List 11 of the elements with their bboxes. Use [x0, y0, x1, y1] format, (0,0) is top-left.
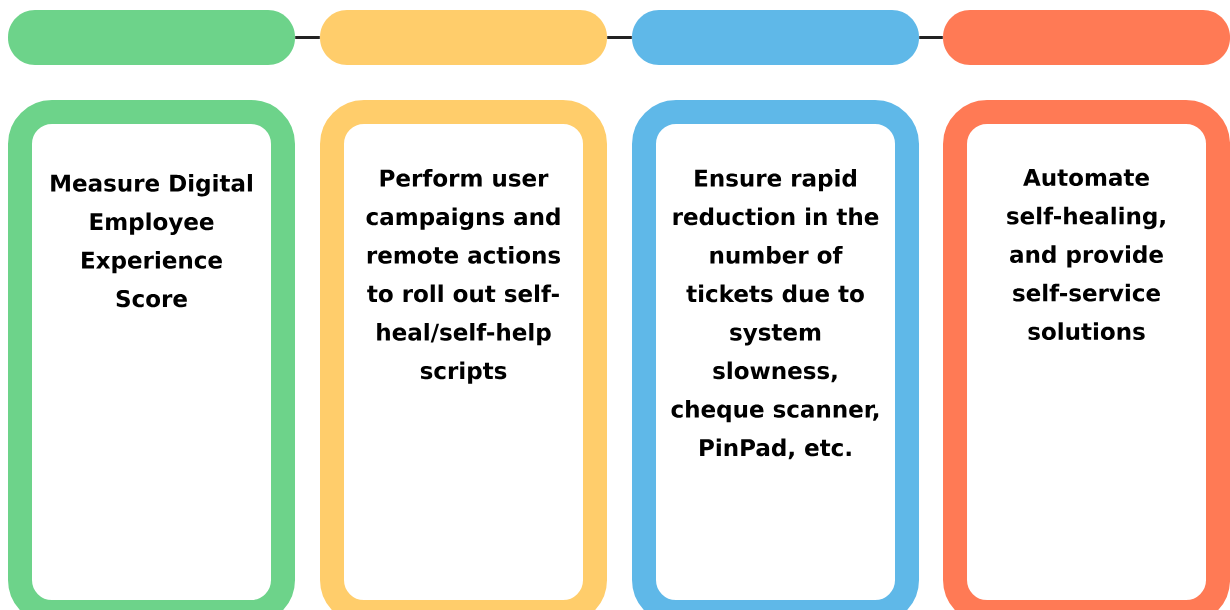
step-card: Ensure rapid reduction in the number of tickets due to system slowness, cheque scanner, PinPad, etc.: [632, 100, 919, 610]
pill-bar: [8, 10, 295, 65]
pill-bar: [943, 10, 1230, 65]
step-card: Perform user campaigns and remote actions to roll out self-heal/self-help scripts: [320, 100, 607, 610]
step-card: Automate self-healing, and provide self-service solutions: [943, 100, 1230, 610]
pill-bar: [632, 10, 919, 65]
connector-line: [607, 36, 632, 39]
connector-line: [919, 36, 943, 39]
connector-line: [295, 36, 320, 39]
step-card: Measure Digital Employee Experience Score: [8, 100, 295, 610]
pill-bar: [320, 10, 607, 65]
